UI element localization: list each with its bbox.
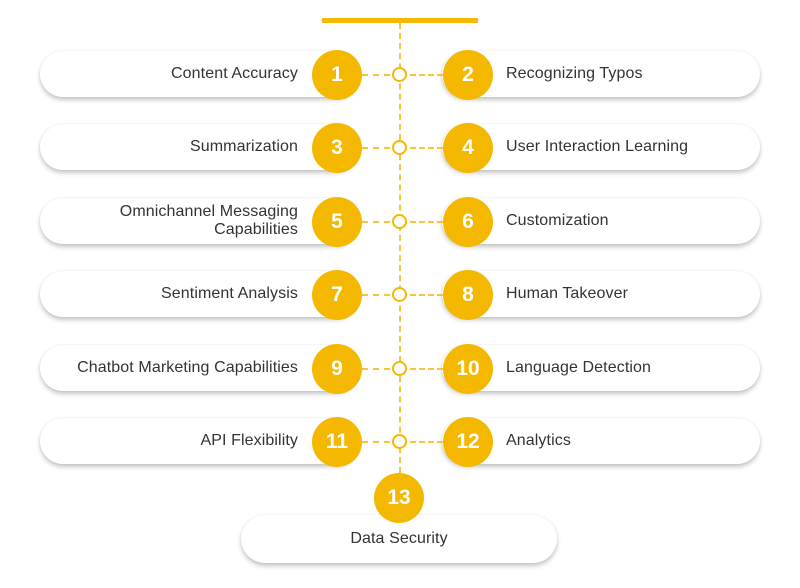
number-badge: 11 — [312, 417, 362, 467]
spine-node-circle — [392, 140, 407, 155]
dashed-connector — [362, 221, 390, 223]
number-badge: 6 — [443, 197, 493, 247]
feature-pill-right: Recognizing Typos — [442, 51, 760, 97]
number-badge: 1 — [312, 50, 362, 100]
number-badge: 2 — [443, 50, 493, 100]
feature-label: Content Accuracy — [171, 65, 298, 82]
feature-pill-right: Human Takeover — [442, 271, 760, 317]
feature-label: Language Detection — [506, 359, 652, 376]
feature-pill-left: Omnichannel Messaging Capabilities — [40, 198, 358, 244]
number-badge: 4 — [443, 123, 493, 173]
feature-label: Analytics — [506, 432, 571, 449]
number-badge: 9 — [312, 344, 362, 394]
feature-label: Human Takeover — [506, 285, 629, 302]
feature-pill-right: Language Detection — [442, 345, 760, 391]
feature-label: Sentiment Analysis — [161, 285, 298, 302]
feature-label: Recognizing Typos — [506, 65, 643, 82]
spine-node-circle — [392, 287, 407, 302]
feature-label: Chatbot Marketing Capabilities — [77, 359, 298, 376]
feature-row: Omnichannel Messaging Capabilities Custo… — [0, 197, 800, 247]
feature-label: Customization — [506, 212, 609, 229]
dashed-connector — [410, 294, 443, 296]
feature-label: Data Security — [350, 530, 448, 547]
number-badge: 10 — [443, 344, 493, 394]
number-badge: 3 — [312, 123, 362, 173]
dashed-connector — [410, 368, 443, 370]
dashed-connector — [410, 147, 443, 149]
feature-row: Summarization User Interaction Learning … — [0, 123, 800, 173]
feature-row: API Flexibility Analytics 11 12 — [0, 417, 800, 467]
dashed-connector — [362, 441, 390, 443]
feature-label: Summarization — [189, 138, 298, 155]
dashed-connector — [410, 74, 443, 76]
number-badge: 7 — [312, 270, 362, 320]
dashed-connector — [410, 441, 443, 443]
number-badge-13: 13 — [374, 473, 424, 523]
feature-pill-left: Content Accuracy — [40, 51, 358, 97]
number-badge: 12 — [443, 417, 493, 467]
dashed-connector — [410, 221, 443, 223]
dashed-connector — [362, 147, 390, 149]
feature-pill-right: User Interaction Learning — [442, 124, 760, 170]
feature-pill-left: Sentiment Analysis — [40, 271, 358, 317]
dashed-connector — [362, 74, 390, 76]
spine-node-circle — [392, 434, 407, 449]
spine-node-circle — [392, 67, 407, 82]
number-badge: 8 — [443, 270, 493, 320]
center-spine-line — [399, 23, 401, 473]
spine-node-circle — [392, 361, 407, 376]
feature-label: User Interaction Learning — [506, 138, 689, 155]
number-badge: 5 — [312, 197, 362, 247]
feature-row: Sentiment Analysis Human Takeover 7 8 — [0, 270, 800, 320]
feature-pill-right: Customization — [442, 198, 760, 244]
feature-label: Omnichannel Messaging Capabilities — [119, 203, 298, 238]
dashed-connector — [362, 294, 390, 296]
feature-row: Chatbot Marketing Capabilities Language … — [0, 344, 800, 394]
feature-pill-left: Summarization — [40, 124, 358, 170]
feature-label: API Flexibility — [200, 432, 298, 449]
top-accent-bar — [322, 18, 478, 23]
spine-node-circle — [392, 214, 407, 229]
feature-pill-data-security: Data Security — [241, 515, 557, 563]
feature-pill-right: Analytics — [442, 418, 760, 464]
feature-pill-left: API Flexibility — [40, 418, 358, 464]
feature-row: Content Accuracy Recognizing Typos 1 2 — [0, 50, 800, 100]
feature-pill-left: Chatbot Marketing Capabilities — [40, 345, 358, 391]
dashed-connector — [362, 368, 390, 370]
